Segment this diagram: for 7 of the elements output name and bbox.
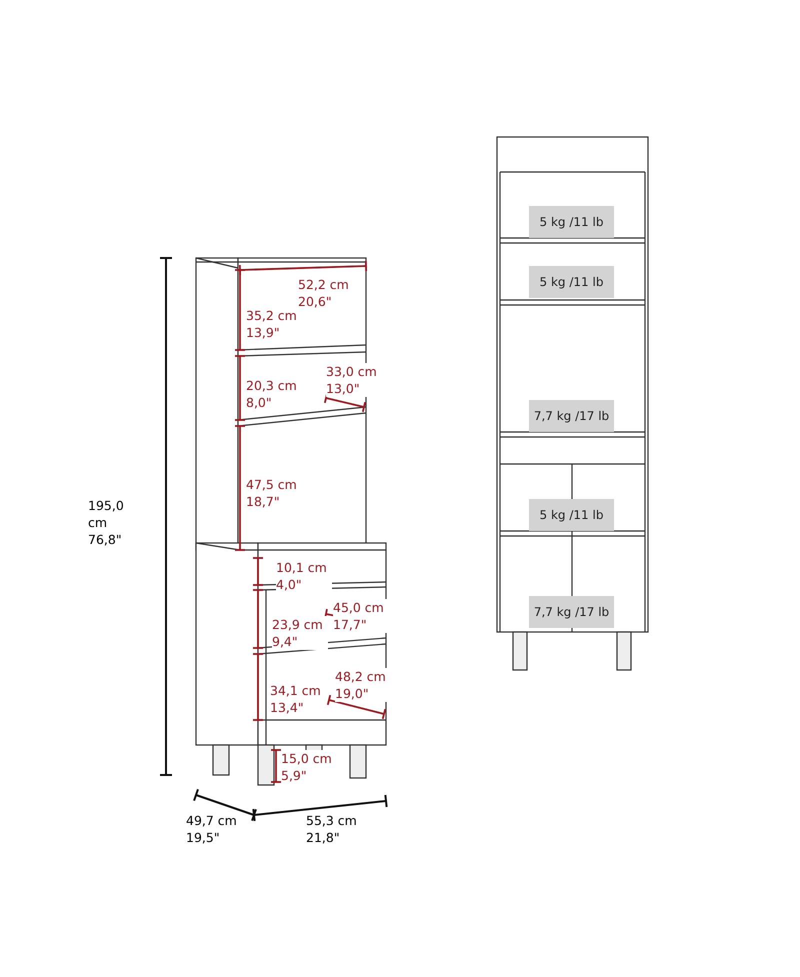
weight-label: 7,7 kg /17 lb bbox=[529, 400, 614, 432]
weight-label: 5 kg /11 lb bbox=[529, 266, 614, 298]
weight-label: 7,7 kg /17 lb bbox=[529, 596, 614, 628]
dimension-label: 45,0 cm 17,7" bbox=[333, 599, 389, 633]
weight-label: 5 kg /11 lb bbox=[529, 499, 614, 531]
dimension-label: 23,9 cm 9,4" bbox=[272, 616, 328, 650]
weight-label: 5 kg /11 lb bbox=[529, 206, 614, 238]
